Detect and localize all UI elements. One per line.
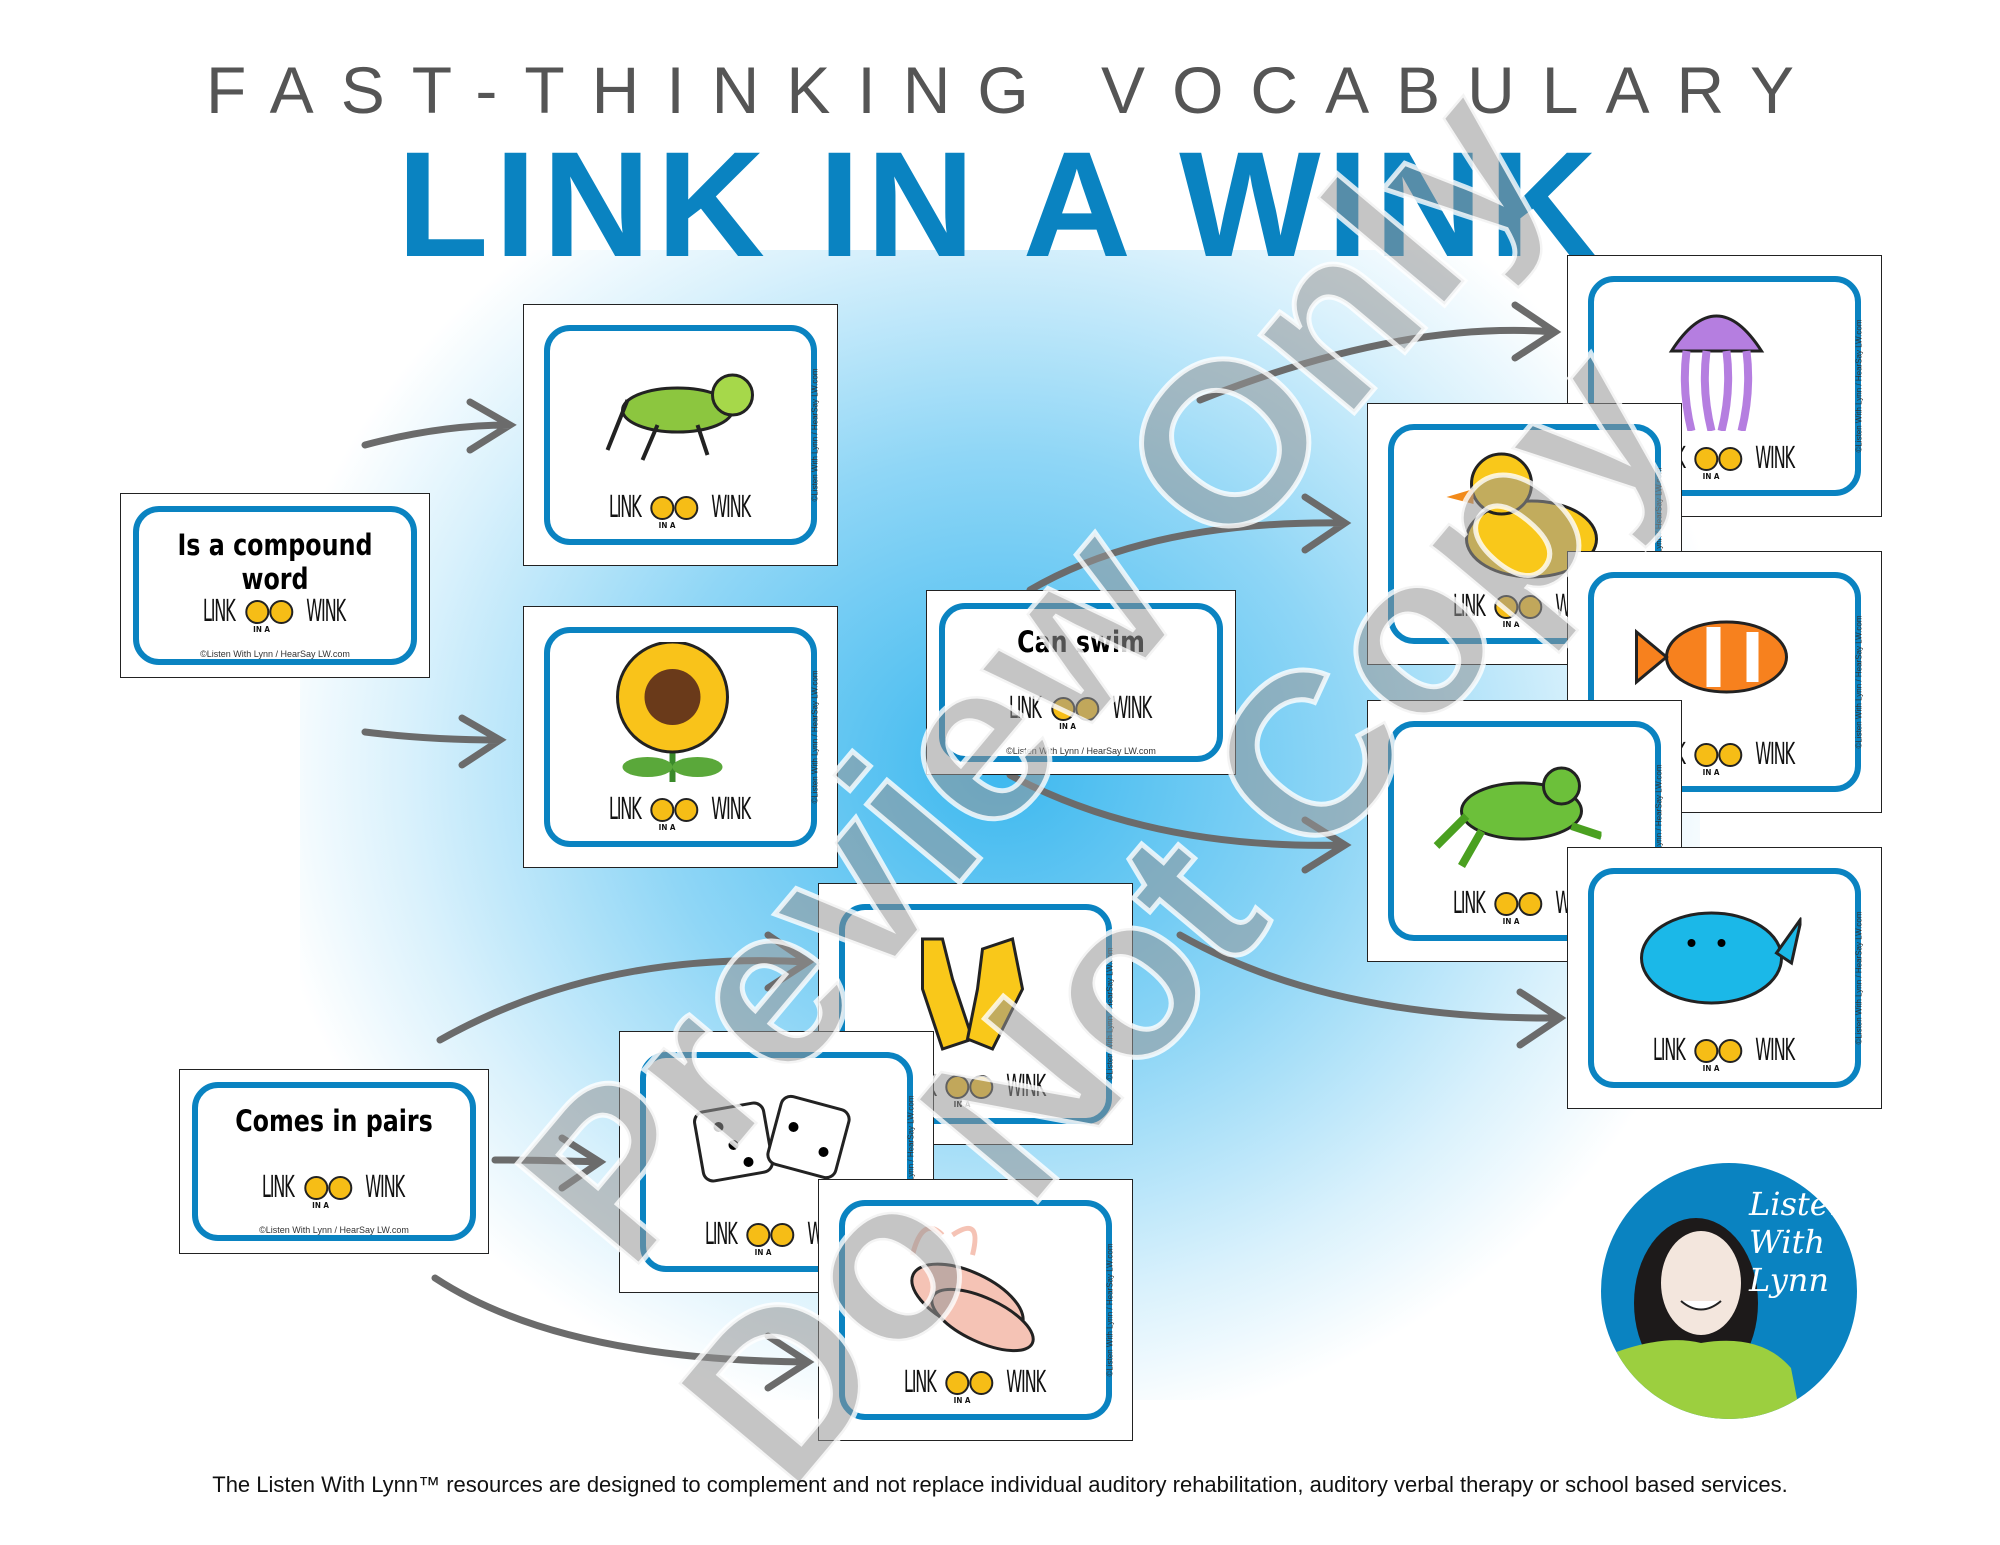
arrow (1176, 931, 1567, 1049)
frog-illustration (1433, 766, 1601, 868)
badge-text: With (1749, 1223, 1826, 1261)
listen-with-lynn-badge: Listen With Lynn (1601, 1163, 1857, 1419)
arrow (436, 931, 815, 1044)
dice-illustration (692, 1094, 851, 1183)
badge-text: Listen (1749, 1185, 1850, 1223)
clownfish-illustration (1634, 620, 1788, 694)
copyright: ©Listen With Lynn / HearSay LW.com (1006, 746, 1156, 756)
clue-text: Comes in pairs (235, 1104, 433, 1138)
duck-illustration (1446, 452, 1598, 579)
arrow (1006, 771, 1352, 874)
copyright: ©Listen With Lynn / HearSay LW.com (200, 649, 350, 659)
footer-disclaimer: The Listen With Lynn™ resources are desi… (212, 1472, 1788, 1497)
arrow (491, 1134, 607, 1192)
jellyfish-illustration (1668, 314, 1764, 431)
badge-text: Lynn (1749, 1261, 1829, 1299)
arrow (1026, 493, 1352, 594)
whale-illustration (1639, 911, 1801, 1005)
clue-text: Is a compound word (177, 528, 373, 596)
arrow (361, 714, 507, 769)
ballet-shoes-illustration (909, 1225, 1035, 1353)
copyright: ©Listen With Lynn / HearSay LW.com (259, 1225, 409, 1235)
gloves-illustration (920, 937, 1024, 1051)
clue-text: Can swim (1017, 625, 1145, 659)
sunflower-illustration (615, 642, 729, 782)
grasshopper-illustration (605, 373, 754, 461)
page-title: LINK IN A WINK (396, 120, 1604, 288)
subtitle: FAST-THINKING VOCABULARY (206, 53, 1821, 127)
arrow (1196, 301, 1562, 404)
arrow (431, 1274, 815, 1392)
arrow (361, 398, 517, 454)
